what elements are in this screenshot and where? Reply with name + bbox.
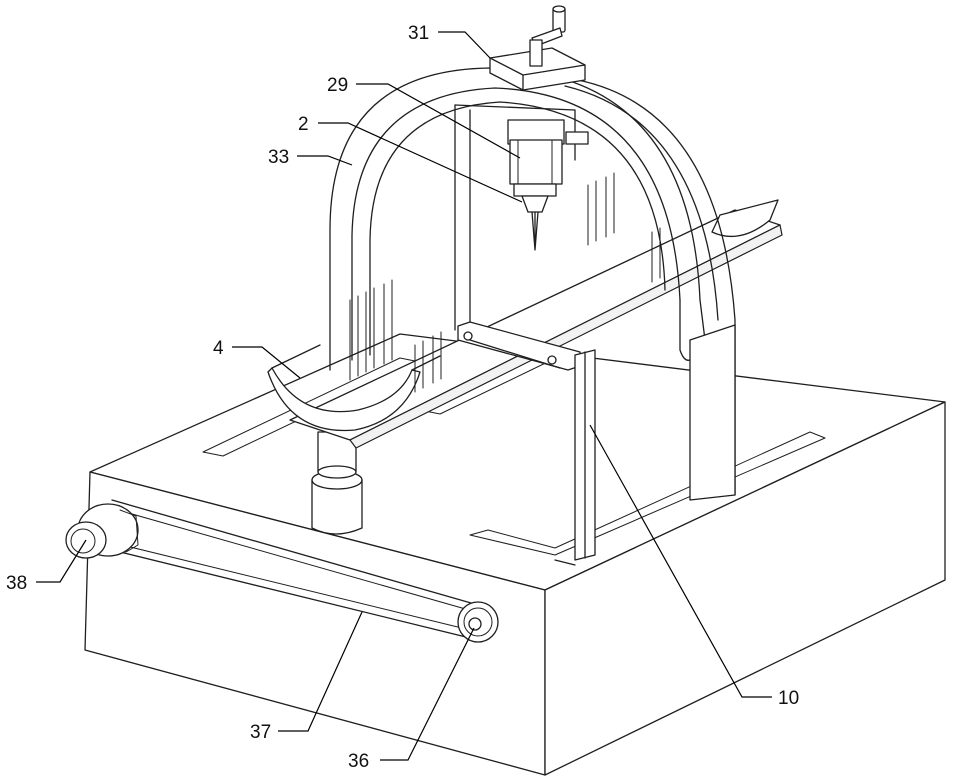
leader-lines [36, 31, 772, 761]
spindle [507, 119, 589, 251]
labels: 31 29 2 33 4 38 37 36 10 [6, 23, 799, 772]
label-2: 2 [298, 114, 309, 135]
leader-4 [232, 346, 301, 379]
leader-33 [297, 155, 353, 166]
slide-block [489, 5, 586, 91]
label-10: 10 [778, 688, 799, 709]
label-33: 33 [268, 147, 289, 168]
label-37: 37 [250, 722, 271, 743]
leader-31 [438, 31, 491, 59]
arch [329, 67, 736, 501]
leader-37 [278, 611, 363, 732]
cross-frame [457, 321, 596, 566]
leader-10 [589, 424, 772, 698]
belt-drive [65, 499, 499, 643]
leader-2 [318, 122, 523, 203]
label-4: 4 [213, 338, 224, 359]
base-block [84, 333, 946, 776]
trough [267, 172, 783, 449]
leader-38 [36, 539, 87, 583]
label-31: 31 [408, 23, 429, 44]
support-column [311, 431, 363, 535]
label-29: 29 [327, 75, 348, 96]
label-36: 36 [348, 751, 369, 772]
leader-36 [380, 627, 475, 761]
label-38: 38 [6, 573, 27, 594]
leader-29 [356, 83, 521, 159]
